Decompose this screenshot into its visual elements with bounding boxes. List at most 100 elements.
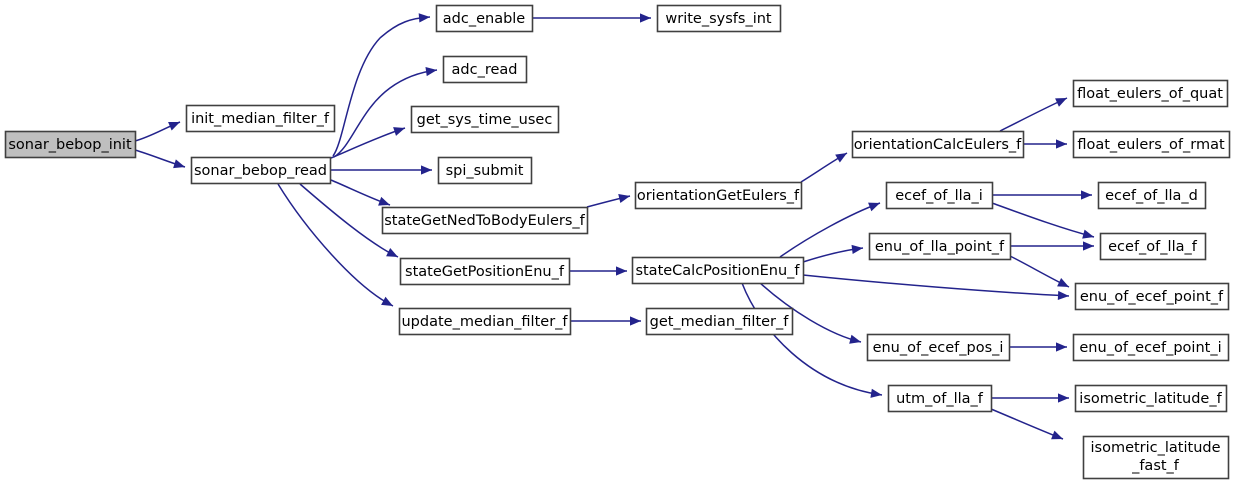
call-edge xyxy=(332,13,431,157)
call-edge xyxy=(532,13,651,23)
edge-arrowhead xyxy=(616,266,627,276)
call-edge xyxy=(999,97,1068,132)
edge-arrowhead xyxy=(1057,290,1069,301)
node-box[interactable] xyxy=(1074,384,1228,413)
edge-arrowhead xyxy=(868,202,880,212)
edge-line xyxy=(802,274,1070,297)
call-graph-node-sonar_bebop_read[interactable]: sonar_bebop_read xyxy=(190,156,332,185)
edge-arrowhead xyxy=(173,159,185,169)
edges-layer xyxy=(134,13,1095,440)
node-box[interactable] xyxy=(398,307,572,336)
call-graph-node-write_sysfs_int[interactable]: write_sysfs_int xyxy=(656,4,782,33)
edge-line xyxy=(299,183,399,258)
node-box[interactable] xyxy=(885,181,994,210)
edge-arrowhead xyxy=(835,153,847,163)
call-edge xyxy=(1010,241,1094,251)
call-edge xyxy=(802,274,1070,301)
call-graph-node-stateCalcPositionEnu_f[interactable]: stateCalcPositionEnu_f xyxy=(631,256,805,285)
call-graph-node-stateGetPositionEnu_f[interactable]: stateGetPositionEnu_f xyxy=(399,257,571,286)
node-box[interactable] xyxy=(1072,79,1229,108)
edge-arrowhead xyxy=(630,316,641,326)
node-box[interactable] xyxy=(1082,435,1230,480)
node-box[interactable] xyxy=(631,256,805,285)
node-box[interactable] xyxy=(381,206,589,235)
edge-line xyxy=(990,408,1064,440)
edge-arrowhead xyxy=(378,196,390,206)
node-box[interactable] xyxy=(656,4,782,33)
node-box[interactable] xyxy=(442,55,528,84)
edge-line xyxy=(779,202,881,258)
call-graph-node-init_median_filter_f[interactable]: init_median_filter_f xyxy=(185,104,336,133)
call-edge xyxy=(990,408,1064,440)
node-box[interactable] xyxy=(437,156,533,185)
edge-arrowhead xyxy=(381,296,393,306)
edge-arrowhead xyxy=(393,127,405,136)
call-graph-node-ecef_of_lla_f[interactable]: ecef_of_lla_f xyxy=(1099,232,1207,261)
call-graph-node-update_median_filter_f[interactable]: update_median_filter_f xyxy=(398,307,572,336)
node-box[interactable] xyxy=(4,130,137,159)
call-graph-node-isometric_latitude_fast_f[interactable]: isometric_latitude_fast_f xyxy=(1082,435,1230,480)
node-box[interactable] xyxy=(410,105,560,134)
node-box[interactable] xyxy=(399,257,571,286)
edge-arrowhead xyxy=(640,13,651,23)
edge-line xyxy=(741,282,883,396)
node-box[interactable] xyxy=(1072,333,1230,362)
call-edge xyxy=(330,165,432,175)
edge-arrowhead xyxy=(851,244,863,254)
edge-arrowhead xyxy=(1082,229,1094,239)
node-box[interactable] xyxy=(190,156,332,185)
call-edge xyxy=(759,282,862,344)
node-box[interactable] xyxy=(1097,181,1207,210)
call-graph-node-float_eulers_of_quat[interactable]: float_eulers_of_quat xyxy=(1072,79,1229,108)
edge-arrowhead xyxy=(1051,430,1063,440)
edge-arrowhead xyxy=(418,13,430,23)
call-graph-node-get_sys_time_usec[interactable]: get_sys_time_usec xyxy=(410,105,560,134)
call-edge xyxy=(800,152,848,183)
call-graph-node-float_eulers_of_rmat[interactable]: float_eulers_of_rmat xyxy=(1072,130,1231,159)
call-edge xyxy=(586,194,631,208)
call-graph-node-enu_of_ecef_point_f[interactable]: enu_of_ecef_point_f xyxy=(1074,282,1230,311)
call-edge xyxy=(991,202,1095,239)
edge-arrowhead xyxy=(1056,139,1067,149)
call-graph-node-get_median_filter_f[interactable]: get_median_filter_f xyxy=(645,307,794,336)
nodes-layer: sonar_bebop_init init_median_filter_fsona… xyxy=(4,4,1231,480)
edge-line xyxy=(277,183,394,307)
call-graph-node-ecef_of_lla_i[interactable]: ecef_of_lla_i xyxy=(885,181,994,210)
call-graph-node-utm_of_lla_f[interactable]: utm_of_lla_f xyxy=(887,384,993,413)
call-edge xyxy=(991,393,1069,403)
node-box[interactable] xyxy=(645,307,794,336)
call-graph-node-spi_submit[interactable]: spi_submit xyxy=(437,156,533,185)
edge-arrowhead xyxy=(425,66,437,77)
call-graph-node-adc_read[interactable]: adc_read xyxy=(442,55,528,84)
node-box[interactable] xyxy=(634,181,803,210)
node-box[interactable] xyxy=(1072,130,1231,159)
call-edge xyxy=(1009,342,1067,352)
node-box[interactable] xyxy=(868,232,1012,261)
edge-arrowhead xyxy=(1083,241,1094,251)
node-box[interactable] xyxy=(866,333,1011,362)
edge-arrowhead xyxy=(386,247,398,257)
node-box[interactable] xyxy=(851,130,1025,159)
edge-arrowhead xyxy=(1057,278,1069,287)
node-box[interactable] xyxy=(1074,282,1230,311)
call-graph-node-enu_of_ecef_pos_i[interactable]: enu_of_ecef_pos_i xyxy=(866,333,1011,362)
call-graph-node-orientationGetEulers_f[interactable]: orientationGetEulers_f xyxy=(634,181,803,210)
node-box[interactable] xyxy=(887,384,993,413)
call-edge xyxy=(569,266,627,276)
call-edge xyxy=(741,282,883,398)
call-graph-node-orientationCalcEulers_f[interactable]: orientationCalcEulers_f xyxy=(851,130,1025,159)
node-box[interactable] xyxy=(1099,232,1207,261)
edge-arrowhead xyxy=(1058,393,1069,403)
call-edge xyxy=(802,244,864,263)
call-graph-node-sonar_bebop_init[interactable]: sonar_bebop_init xyxy=(4,130,137,159)
call-graph-node-enu_of_lla_point_f[interactable]: enu_of_lla_point_f xyxy=(868,232,1012,261)
call-graph-node-enu_of_ecef_point_i[interactable]: enu_of_ecef_point_i xyxy=(1072,333,1230,362)
node-box[interactable] xyxy=(435,4,534,33)
call-graph-node-stateGetNedToBodyEulers_f[interactable]: stateGetNedToBodyEulers_f xyxy=(381,206,589,235)
node-box[interactable] xyxy=(185,104,336,133)
call-graph-node-isometric_latitude_f[interactable]: isometric_latitude_f xyxy=(1074,384,1228,413)
call-graph-node-adc_enable[interactable]: adc_enable xyxy=(435,4,534,33)
call-edge xyxy=(570,316,641,326)
call-graph-node-ecef_of_lla_d[interactable]: ecef_of_lla_d xyxy=(1097,181,1207,210)
